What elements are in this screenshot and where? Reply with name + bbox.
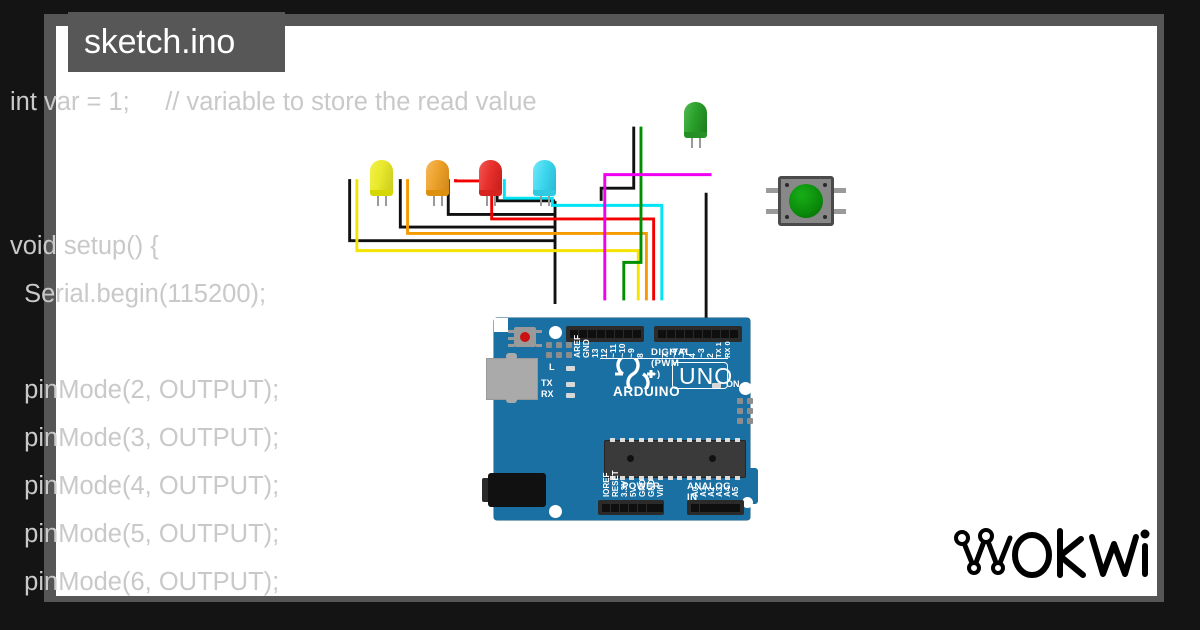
code-line: void setup() { [10, 232, 159, 260]
wire-green [622, 126, 643, 301]
code-line: pinMode(4, OUTPUT); [10, 472, 280, 500]
wokwi-logo [954, 528, 1150, 578]
circuit-schematic [348, 126, 712, 498]
wire-orange [406, 179, 648, 301]
wire-black-button [604, 192, 708, 498]
code-editor-text: int var = 1; // variable to store the re… [10, 78, 537, 606]
wire-black-orange [398, 179, 556, 229]
wire-cyan [502, 179, 664, 301]
code-line: pinMode(5, OUTPUT); [10, 520, 280, 548]
wire-red [454, 179, 656, 301]
wire-magenta [603, 173, 712, 301]
wire-black-yellow [348, 179, 556, 243]
code-line: pinMode(6, OUTPUT); [10, 568, 280, 596]
tab-label: sketch.ino [84, 23, 236, 61]
wire-black-green [599, 126, 636, 201]
code-line: pinMode(2, OUTPUT); [10, 376, 280, 404]
code-line: Serial.begin(115200); [10, 280, 267, 308]
code-line: pinMode(3, OUTPUT); [10, 424, 280, 452]
tab-sketch-ino[interactable]: sketch.ino [68, 12, 285, 72]
wire-yellow [355, 179, 640, 301]
